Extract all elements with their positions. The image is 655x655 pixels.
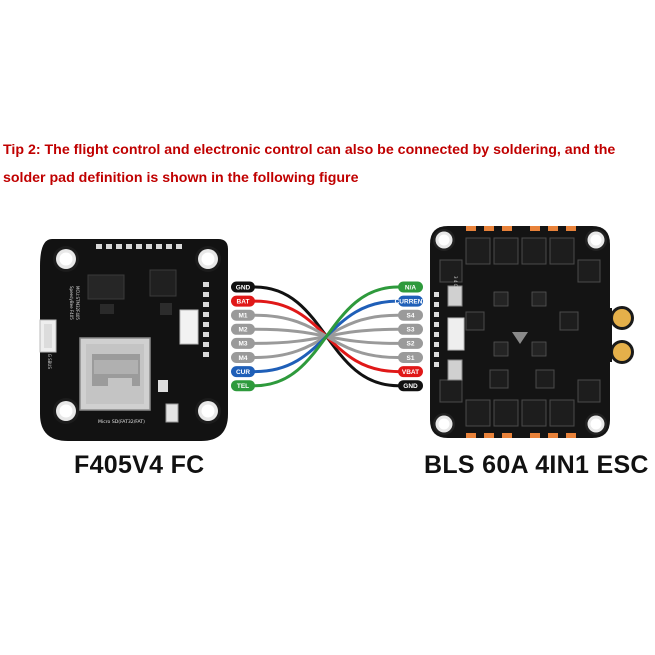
fc-pad-label: BAT [237,298,250,305]
fc-pad-label: M1 [238,313,247,320]
fc-pad-label: CUR [236,369,250,376]
fc-pad-m2: M2 [231,323,255,335]
esc-pad-current: CURRENT [395,295,427,307]
esc-pad-s4: S4 [398,309,423,321]
esc-mount-hole-tl [433,229,455,251]
fc-esc-connector [179,309,199,345]
fc-pad-badge [231,366,255,378]
esc-pad-s3: S3 [398,323,423,335]
fc-mount-hole-tr [195,246,221,272]
fc-pad-badge [231,323,255,335]
tip-line-2: solder pad definition is shown in the fo… [3,170,359,186]
fc-pad-badge [231,352,255,363]
fc-sd-slot [79,337,151,411]
esc-pad-gnd: GND [398,380,423,392]
esc-logo-icon [512,332,528,344]
esc-pad-badge [398,337,423,349]
fc-mcu-chip [87,274,125,300]
fc-board: SpeedyBee F405 MCU:STM32F405 5V G T1 R1 … [39,239,228,441]
fc-pad-badge [231,337,255,349]
fc-small-chip [100,304,114,314]
tip-line-1: Tip 2: The flight control and electronic… [3,142,616,158]
fc-pad-label: M3 [238,341,247,348]
svg-text:3 4 CT: 3 4 CT [453,276,458,289]
fc-usb-port [165,403,179,423]
esc-pad-badge [398,309,423,321]
fc-pad-bat: BAT [231,295,255,307]
esc-mount-hole-br [585,413,607,435]
esc-pad-s1: S1 [398,352,423,363]
fc-pad-m1: M1 [231,309,255,321]
fc-gyro-chip [160,303,172,315]
fc-pad-gnd: GND [231,281,255,293]
fc-mount-hole-tl [53,246,79,272]
esc-mcus [493,291,547,357]
fc-pad-cur: CUR [231,366,255,378]
svg-text:MCU:STM32F405: MCU:STM32F405 [75,286,80,320]
fc-mount-hole-bl [53,398,79,424]
tip-text: Tip 2: The flight control and electronic… [3,136,653,192]
fc-pad-label: M4 [238,355,247,362]
fc-pad-badge [231,380,255,392]
esc-mount-hole-tr [585,229,607,251]
esc-pad-label: S2 [407,341,415,348]
esc-pad-badge [398,323,423,335]
esc-motor-pads [466,226,576,438]
svg-text:SpeedyBee F405: SpeedyBee F405 [69,286,74,320]
esc-pad-badge [398,352,423,363]
fc-pad-column [203,282,209,357]
fc-pad-badge [231,281,255,293]
fc-pad-tel: TEL [231,380,255,392]
esc-signal-pads [434,292,439,367]
fc-pad-m3: M3 [231,337,255,349]
esc-pad-label: S4 [407,313,415,320]
esc-pad-label: VBAT [402,369,419,376]
esc-pad-label: GND [403,383,418,390]
esc-battery-pads [600,306,634,364]
esc-board: 3 4 CT [430,226,634,438]
fc-pad-label: M2 [238,327,247,334]
fc-osd-chip [149,269,177,297]
fc-title: F405V4 FC [74,451,205,479]
wire-tel-to-n-a [253,285,400,388]
fc-pad-label: GND [236,284,251,291]
esc-pad-s2: S2 [398,337,423,349]
esc-pad-badge [398,295,423,307]
fc-top-pads [96,244,182,249]
fc-mount-hole-br [195,398,221,424]
fc-pad-label: TEL [237,383,249,390]
esc-signal-connector [447,317,465,351]
fc-pad-badge [231,309,255,321]
esc-pad-label: CURRENT [395,298,427,305]
wire-group [253,285,400,388]
esc-pad-vbat: VBAT [398,366,423,378]
esc-title: BLS 60A 4IN1 ESC [424,451,649,479]
esc-pad-label: N/A [405,284,417,291]
esc-pad-badge [398,281,423,293]
esc-mosfets [439,237,601,427]
esc-mount-hole-bl [433,413,455,435]
esc-pad-label: S1 [407,355,415,362]
fc-sd-label: Micro SD(FAT32/FAT) [98,419,145,425]
esc-pad-label: S3 [407,327,415,334]
esc-pad-n-a: N/A [398,281,423,293]
esc-pad-badge [398,366,423,378]
fc-pad-m4: M4 [231,352,255,363]
fc-pad-badge [231,295,255,307]
esc-pad-badge [398,380,423,392]
